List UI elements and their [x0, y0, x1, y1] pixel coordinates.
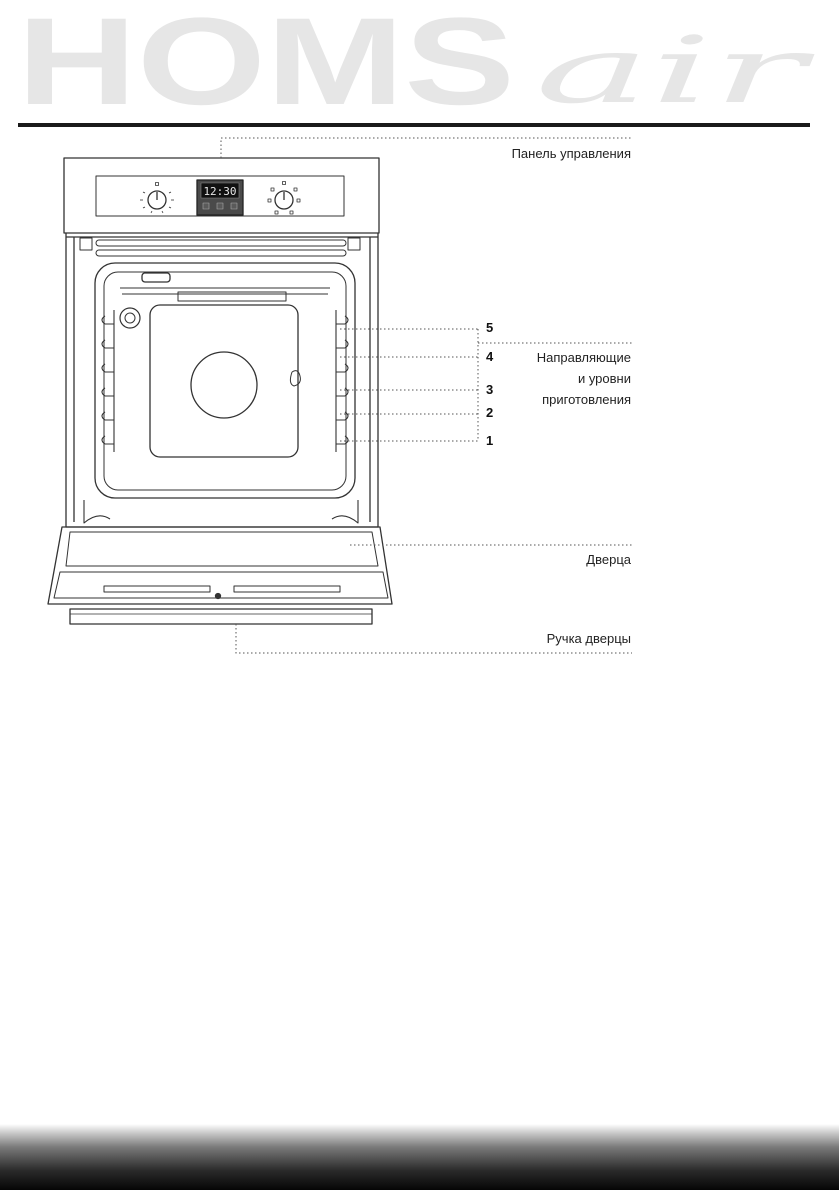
- logo-wordmark: HOMS: [17, 6, 515, 118]
- oven-cavity-outer: [94, 262, 356, 499]
- oven-cavity-inner: [103, 271, 347, 491]
- top-heating-element: [120, 287, 330, 295]
- door-handle: [69, 608, 373, 625]
- display-screen: [200, 182, 240, 199]
- display-button-plus: [230, 202, 238, 210]
- display-button-mode: [216, 202, 224, 210]
- label-rails: Направляющие и уровни приготовления: [537, 349, 631, 408]
- left-shelf-rails: [101, 310, 115, 452]
- label-rails-line-1: Направляющие: [536, 350, 631, 365]
- door-center-screw: [214, 592, 222, 600]
- header-rule: [18, 123, 810, 127]
- level-number-5: 5: [486, 320, 494, 335]
- convection-fan-cover: [190, 351, 258, 419]
- left-hinge: [83, 500, 111, 524]
- label-rails-line-2: и уровни: [577, 371, 631, 386]
- level-number-4: 4: [486, 349, 494, 364]
- label-door-handle: Ручка дверцы: [546, 631, 631, 646]
- thermostat-probe: [289, 370, 301, 387]
- oven-frame-inner: [73, 237, 371, 522]
- footer-bar: [0, 1124, 839, 1190]
- oven-lamp: [141, 272, 171, 283]
- label-control-panel: Панель управления: [511, 146, 631, 161]
- door-vent-left: [103, 585, 211, 593]
- door-lower-panel: [53, 571, 389, 599]
- right-hinge: [331, 500, 359, 524]
- top-bracket: [177, 291, 287, 302]
- oven-body: [65, 233, 379, 528]
- level-number-3: 3: [486, 382, 494, 397]
- leader-door-handle: [235, 624, 632, 654]
- display-button-minus: [202, 202, 210, 210]
- side-fitting: [119, 307, 141, 329]
- back-panel: [149, 304, 299, 458]
- function-knob: [140, 182, 174, 214]
- brand-logo: HOMS air: [17, 6, 815, 118]
- right-shelf-rails: [335, 310, 349, 452]
- temperature-knob: [267, 181, 301, 215]
- logo-script: air: [535, 17, 815, 118]
- label-door: Дверца: [586, 552, 631, 567]
- control-panel-strip: [95, 175, 345, 217]
- leader-rails-bracket: [477, 329, 632, 441]
- level-number-2: 2: [486, 405, 494, 420]
- leader-control-panel: [220, 137, 632, 158]
- door-inner-panel: [65, 531, 379, 567]
- label-rails-line-3: приготовления: [542, 392, 631, 407]
- top-vents: [79, 237, 361, 257]
- display-time: 12:30: [203, 185, 236, 198]
- door-vent-right: [233, 585, 341, 593]
- level-number-1: 1: [486, 433, 494, 448]
- oven-door: [47, 526, 393, 605]
- oven-diagram: 12:30: [47, 137, 632, 654]
